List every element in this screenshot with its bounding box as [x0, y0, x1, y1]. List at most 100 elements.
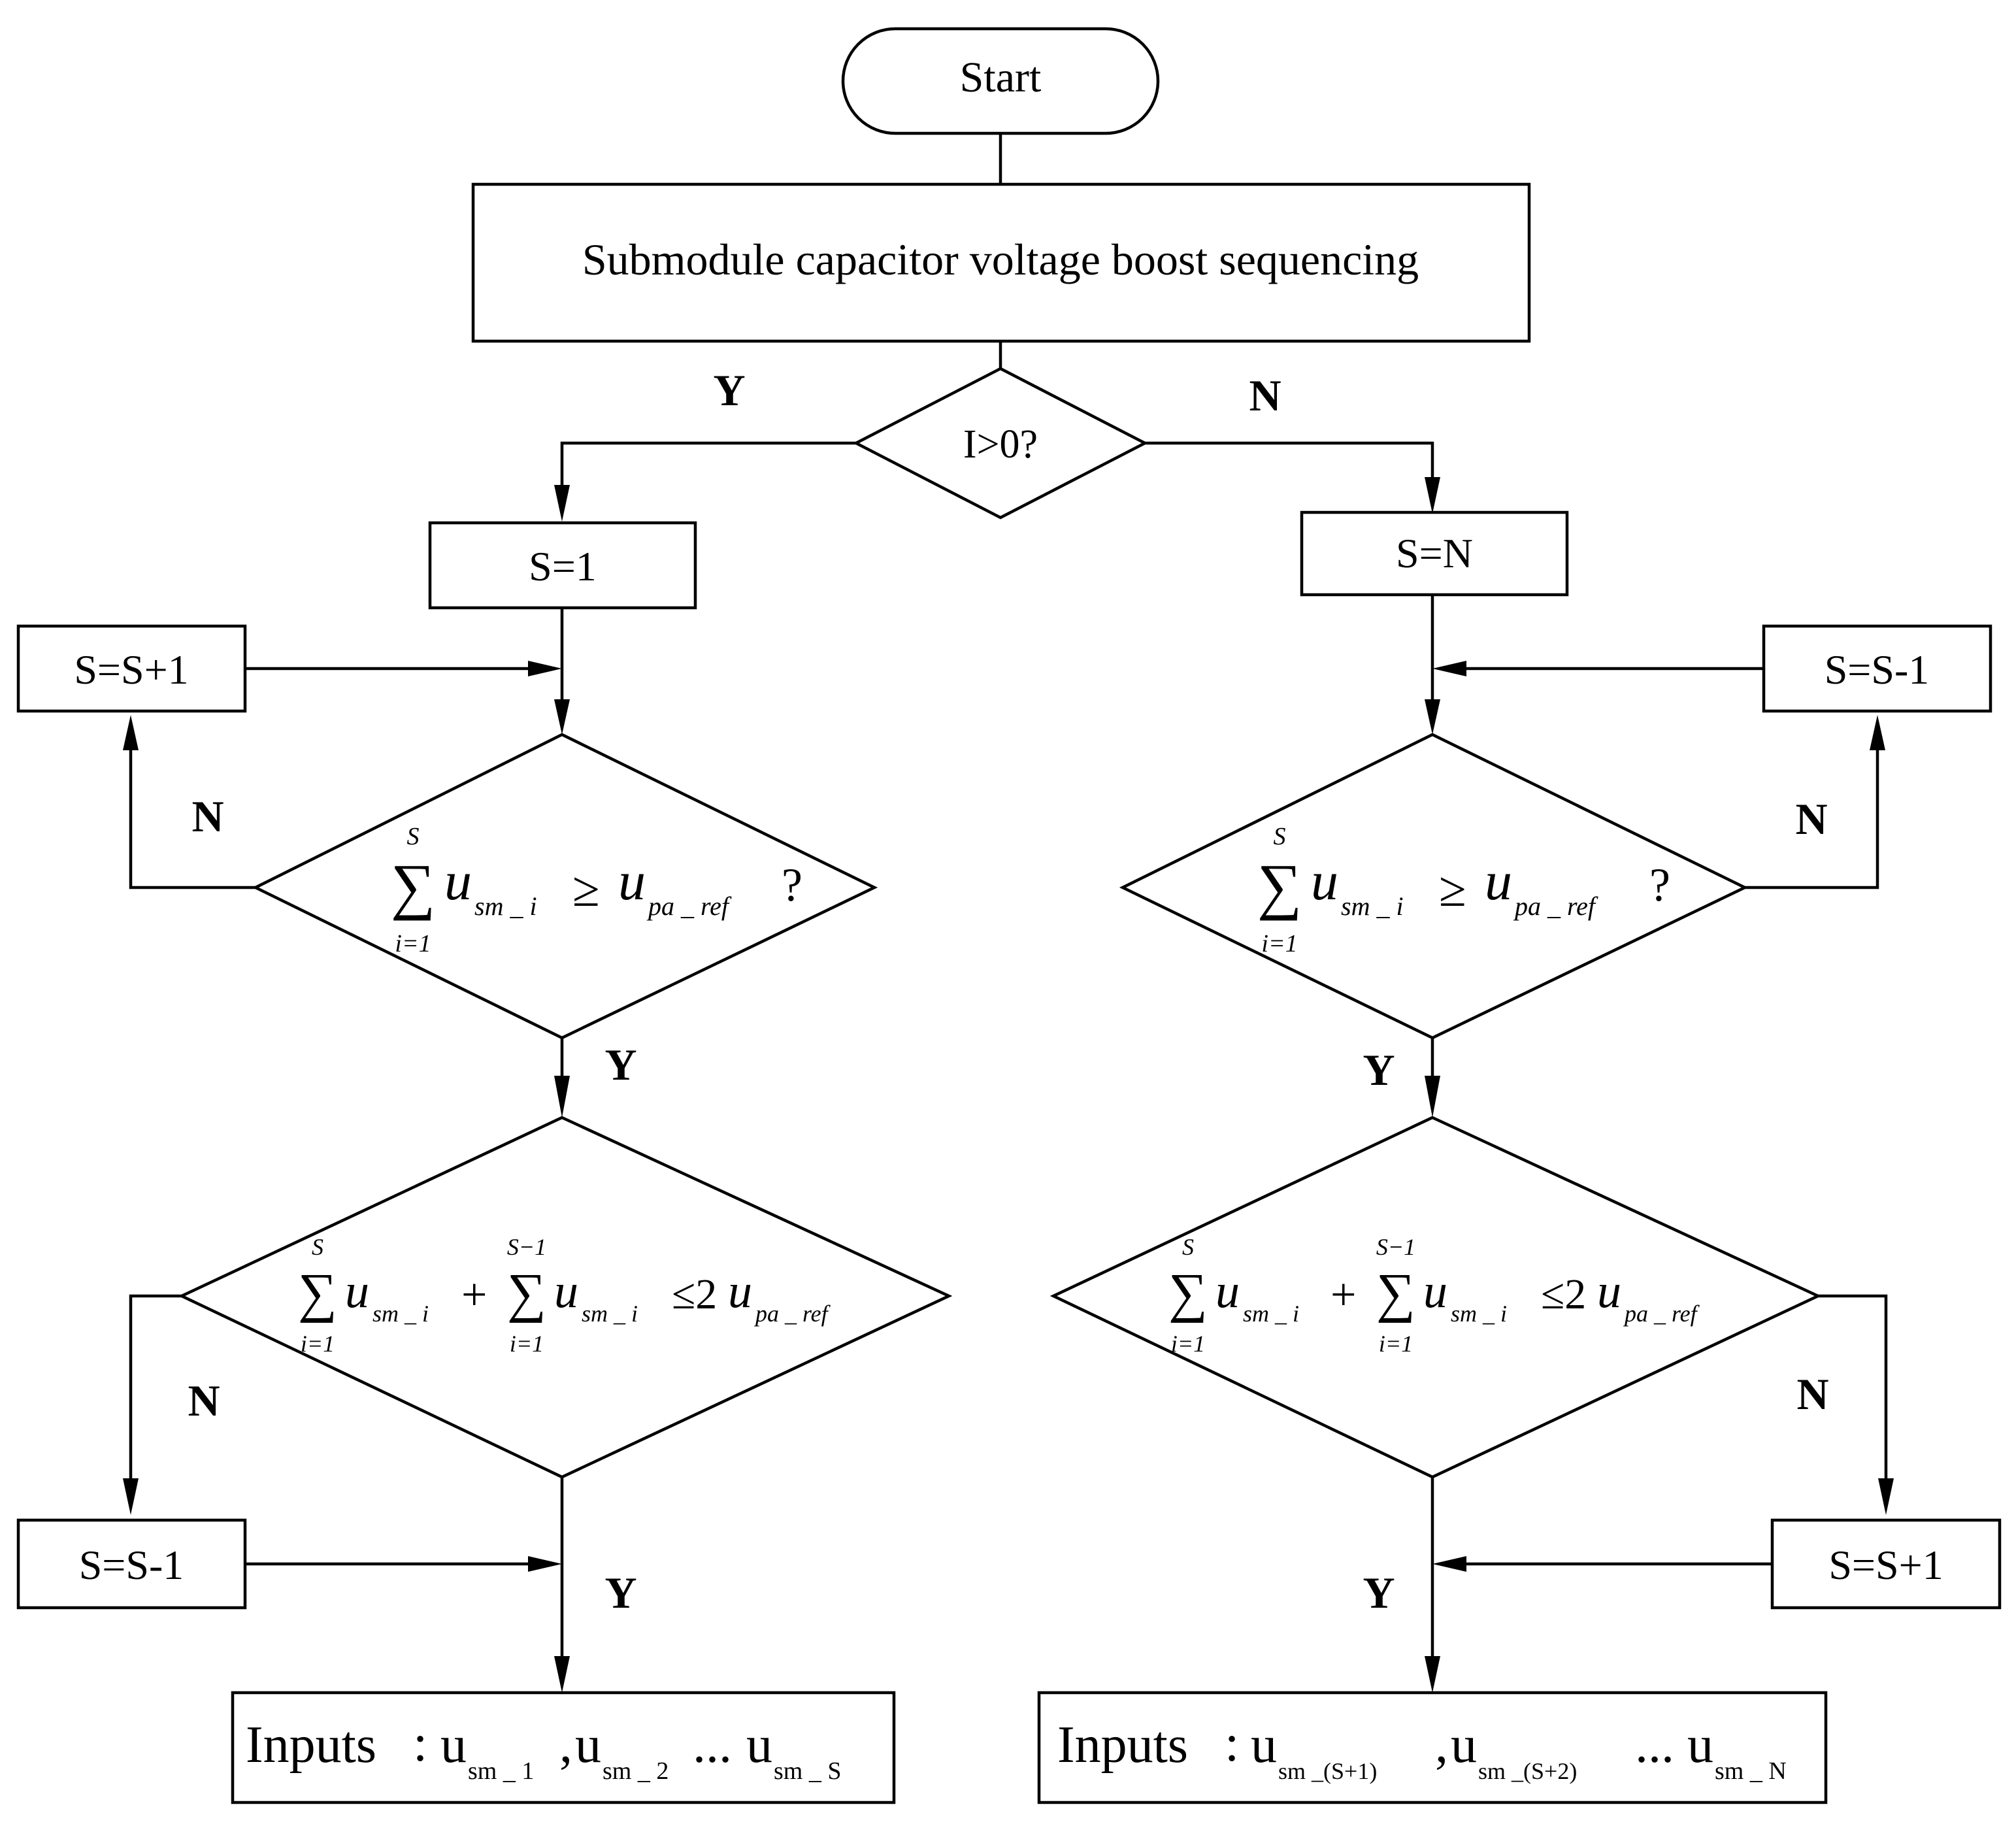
- left-decrement-box: [16, 1518, 247, 1610]
- right-output-u2-sub: sm _(S+2): [1478, 1758, 1577, 1784]
- right-u1: u: [1311, 851, 1338, 912]
- left-output-prefix: Inputs: [246, 1716, 376, 1774]
- left-output-formula: Inputs : u sm _ 1 , u sm _ 2 ... u sm _ …: [246, 1715, 841, 1785]
- label-left-d1-yes: Y: [604, 1040, 636, 1089]
- arrowhead-left-init: [554, 485, 570, 522]
- left-output-box: [231, 1691, 896, 1804]
- left-d2-sum2-symbol: ∑: [507, 1263, 546, 1323]
- left-output-u1-sub: sm _ 1: [468, 1757, 534, 1785]
- arrowhead-left-merge-out: [528, 1556, 562, 1572]
- arrowhead-right-d1: [1425, 699, 1440, 735]
- left-u2-sub: pa _ ref: [646, 891, 732, 921]
- label-right-d1-yes: Y: [1363, 1045, 1395, 1095]
- sequencing-process-box: [471, 182, 1531, 343]
- right-d2-sum1-upper: S: [1182, 1234, 1194, 1260]
- right-init-label: S=N: [1396, 530, 1473, 576]
- arrowhead-left-merge-in: [528, 661, 562, 676]
- right-output-colon: :: [1225, 1715, 1239, 1772]
- connector-decision-no-branch: [1145, 441, 1434, 497]
- arrowhead-left-increment: [123, 715, 139, 750]
- right-output-prefix: Inputs: [1057, 1716, 1188, 1774]
- right-ge: ≥: [1439, 862, 1466, 917]
- connector-decision-yes-branch: [560, 441, 856, 505]
- left-d2-plus: +: [461, 1270, 487, 1320]
- label-yes-top: Y: [713, 365, 745, 415]
- right-output-u1-sub: sm _(S+1): [1278, 1758, 1377, 1784]
- arrowhead-right-merge-out: [1432, 1556, 1466, 1572]
- arrowhead-right-output: [1425, 1656, 1440, 1693]
- right-d2-sum1-symbol: ∑: [1168, 1263, 1208, 1323]
- left-d2-sum2-upper: S−1: [507, 1234, 546, 1260]
- right-output-comma: ,: [1435, 1716, 1448, 1774]
- right-init-box: [1300, 510, 1569, 597]
- right-sum-decision-diamond: [1119, 733, 1749, 1040]
- left-sum1-lower: i=1: [395, 930, 431, 957]
- right-sum1-lower: i=1: [1261, 930, 1297, 957]
- left-output-u3-sub: sm _ S: [774, 1757, 841, 1785]
- left-d2-sum1-upper: S: [312, 1234, 323, 1260]
- left-question: ?: [782, 859, 802, 911]
- right-double-sum-condition: S ∑ i=1 u sm _ i + S−1 ∑ i=1 u sm _ i ≤2…: [1168, 1234, 1700, 1357]
- arrowhead-left-output: [554, 1656, 570, 1693]
- right-d2-sum2-upper: S−1: [1376, 1234, 1415, 1260]
- right-d2-sum2-symbol: ∑: [1376, 1263, 1415, 1323]
- connector-left-d1-no-loop: [129, 739, 256, 889]
- left-sum-condition: S ∑ i=1 u sm _ i ≥ u pa _ ref ?: [391, 823, 802, 957]
- right-d2-u3-sub: pa _ ref: [1623, 1301, 1700, 1327]
- left-double-sum-decision-diamond: [178, 1116, 953, 1479]
- right-increment-box: [1770, 1518, 2002, 1610]
- left-d2-sum1-lower: i=1: [301, 1331, 335, 1357]
- connector-left-d2-no-branch: [129, 1294, 182, 1493]
- right-output-box: [1037, 1691, 1828, 1804]
- right-sum-condition: S ∑ i=1 u sm _ i ≥ u pa _ ref ?: [1257, 823, 1670, 957]
- left-init-box: [428, 521, 697, 610]
- start-terminal: [841, 27, 1160, 135]
- arrowhead-right-merge-in: [1432, 661, 1466, 676]
- label-right-d2-yes: Y: [1363, 1568, 1395, 1618]
- arrowhead-left-d1: [554, 699, 570, 735]
- right-output-u1: u: [1251, 1716, 1277, 1774]
- right-u2-sub: pa _ ref: [1513, 891, 1598, 921]
- right-d2-u2: u: [1423, 1265, 1447, 1318]
- arrowhead-right-init: [1425, 477, 1440, 514]
- current-decision-diamond: [853, 367, 1148, 520]
- left-d2-sum2-lower: i=1: [510, 1331, 544, 1357]
- right-d2-le: ≤2: [1541, 1270, 1586, 1318]
- right-decrement-box: [1762, 624, 1992, 713]
- arrowhead-right-decrement: [1870, 715, 1885, 750]
- label-left-d2-no: N: [188, 1376, 220, 1425]
- left-output-comma: ,: [559, 1716, 572, 1774]
- left-d2-u1: u: [345, 1265, 369, 1318]
- right-output-u3-sub: sm _ N: [1715, 1757, 1787, 1785]
- right-d2-sum1-lower: i=1: [1171, 1331, 1205, 1357]
- right-output-ellipsis: ...: [1635, 1716, 1674, 1774]
- label-right-d1-no: N: [1795, 794, 1827, 844]
- right-increment-label: S=S+1: [1828, 1542, 1943, 1588]
- left-u2: u: [618, 851, 646, 912]
- right-decrement-label: S=S-1: [1825, 646, 1930, 693]
- left-output-ellipsis: ...: [693, 1716, 732, 1774]
- start-label: Start: [960, 54, 1042, 101]
- label-left-d2-yes: Y: [604, 1568, 636, 1618]
- sequencing-label: Submodule capacitor voltage boost sequen…: [582, 235, 1419, 284]
- left-d2-sum1-symbol: ∑: [298, 1263, 337, 1323]
- right-sum1-upper: S: [1274, 823, 1286, 850]
- arrowheads: [123, 477, 1894, 1693]
- connectors: [129, 133, 1888, 1670]
- left-d2-le: ≤2: [672, 1270, 717, 1318]
- right-double-sum-decision-diamond: [1049, 1116, 1822, 1479]
- left-init-label: S=1: [529, 543, 597, 589]
- left-d2-u3-sub: pa _ ref: [753, 1301, 831, 1327]
- left-output-u2-sub: sm _ 2: [603, 1757, 669, 1785]
- left-increment-box: [16, 624, 247, 713]
- right-question: ?: [1649, 859, 1670, 911]
- right-output-formula: Inputs : u sm _(S+1) , u sm _(S+2) ... u…: [1057, 1715, 1787, 1785]
- right-d2-u2-sub: sm _ i: [1451, 1301, 1507, 1327]
- right-d2-u3: u: [1597, 1265, 1621, 1318]
- right-output-u3: u: [1687, 1716, 1713, 1774]
- left-output-u3: u: [746, 1716, 772, 1774]
- arrowhead-left-decrement: [123, 1478, 139, 1515]
- left-d2-u2-sub: sm _ i: [582, 1301, 638, 1327]
- left-sum1-symbol: ∑: [391, 851, 435, 921]
